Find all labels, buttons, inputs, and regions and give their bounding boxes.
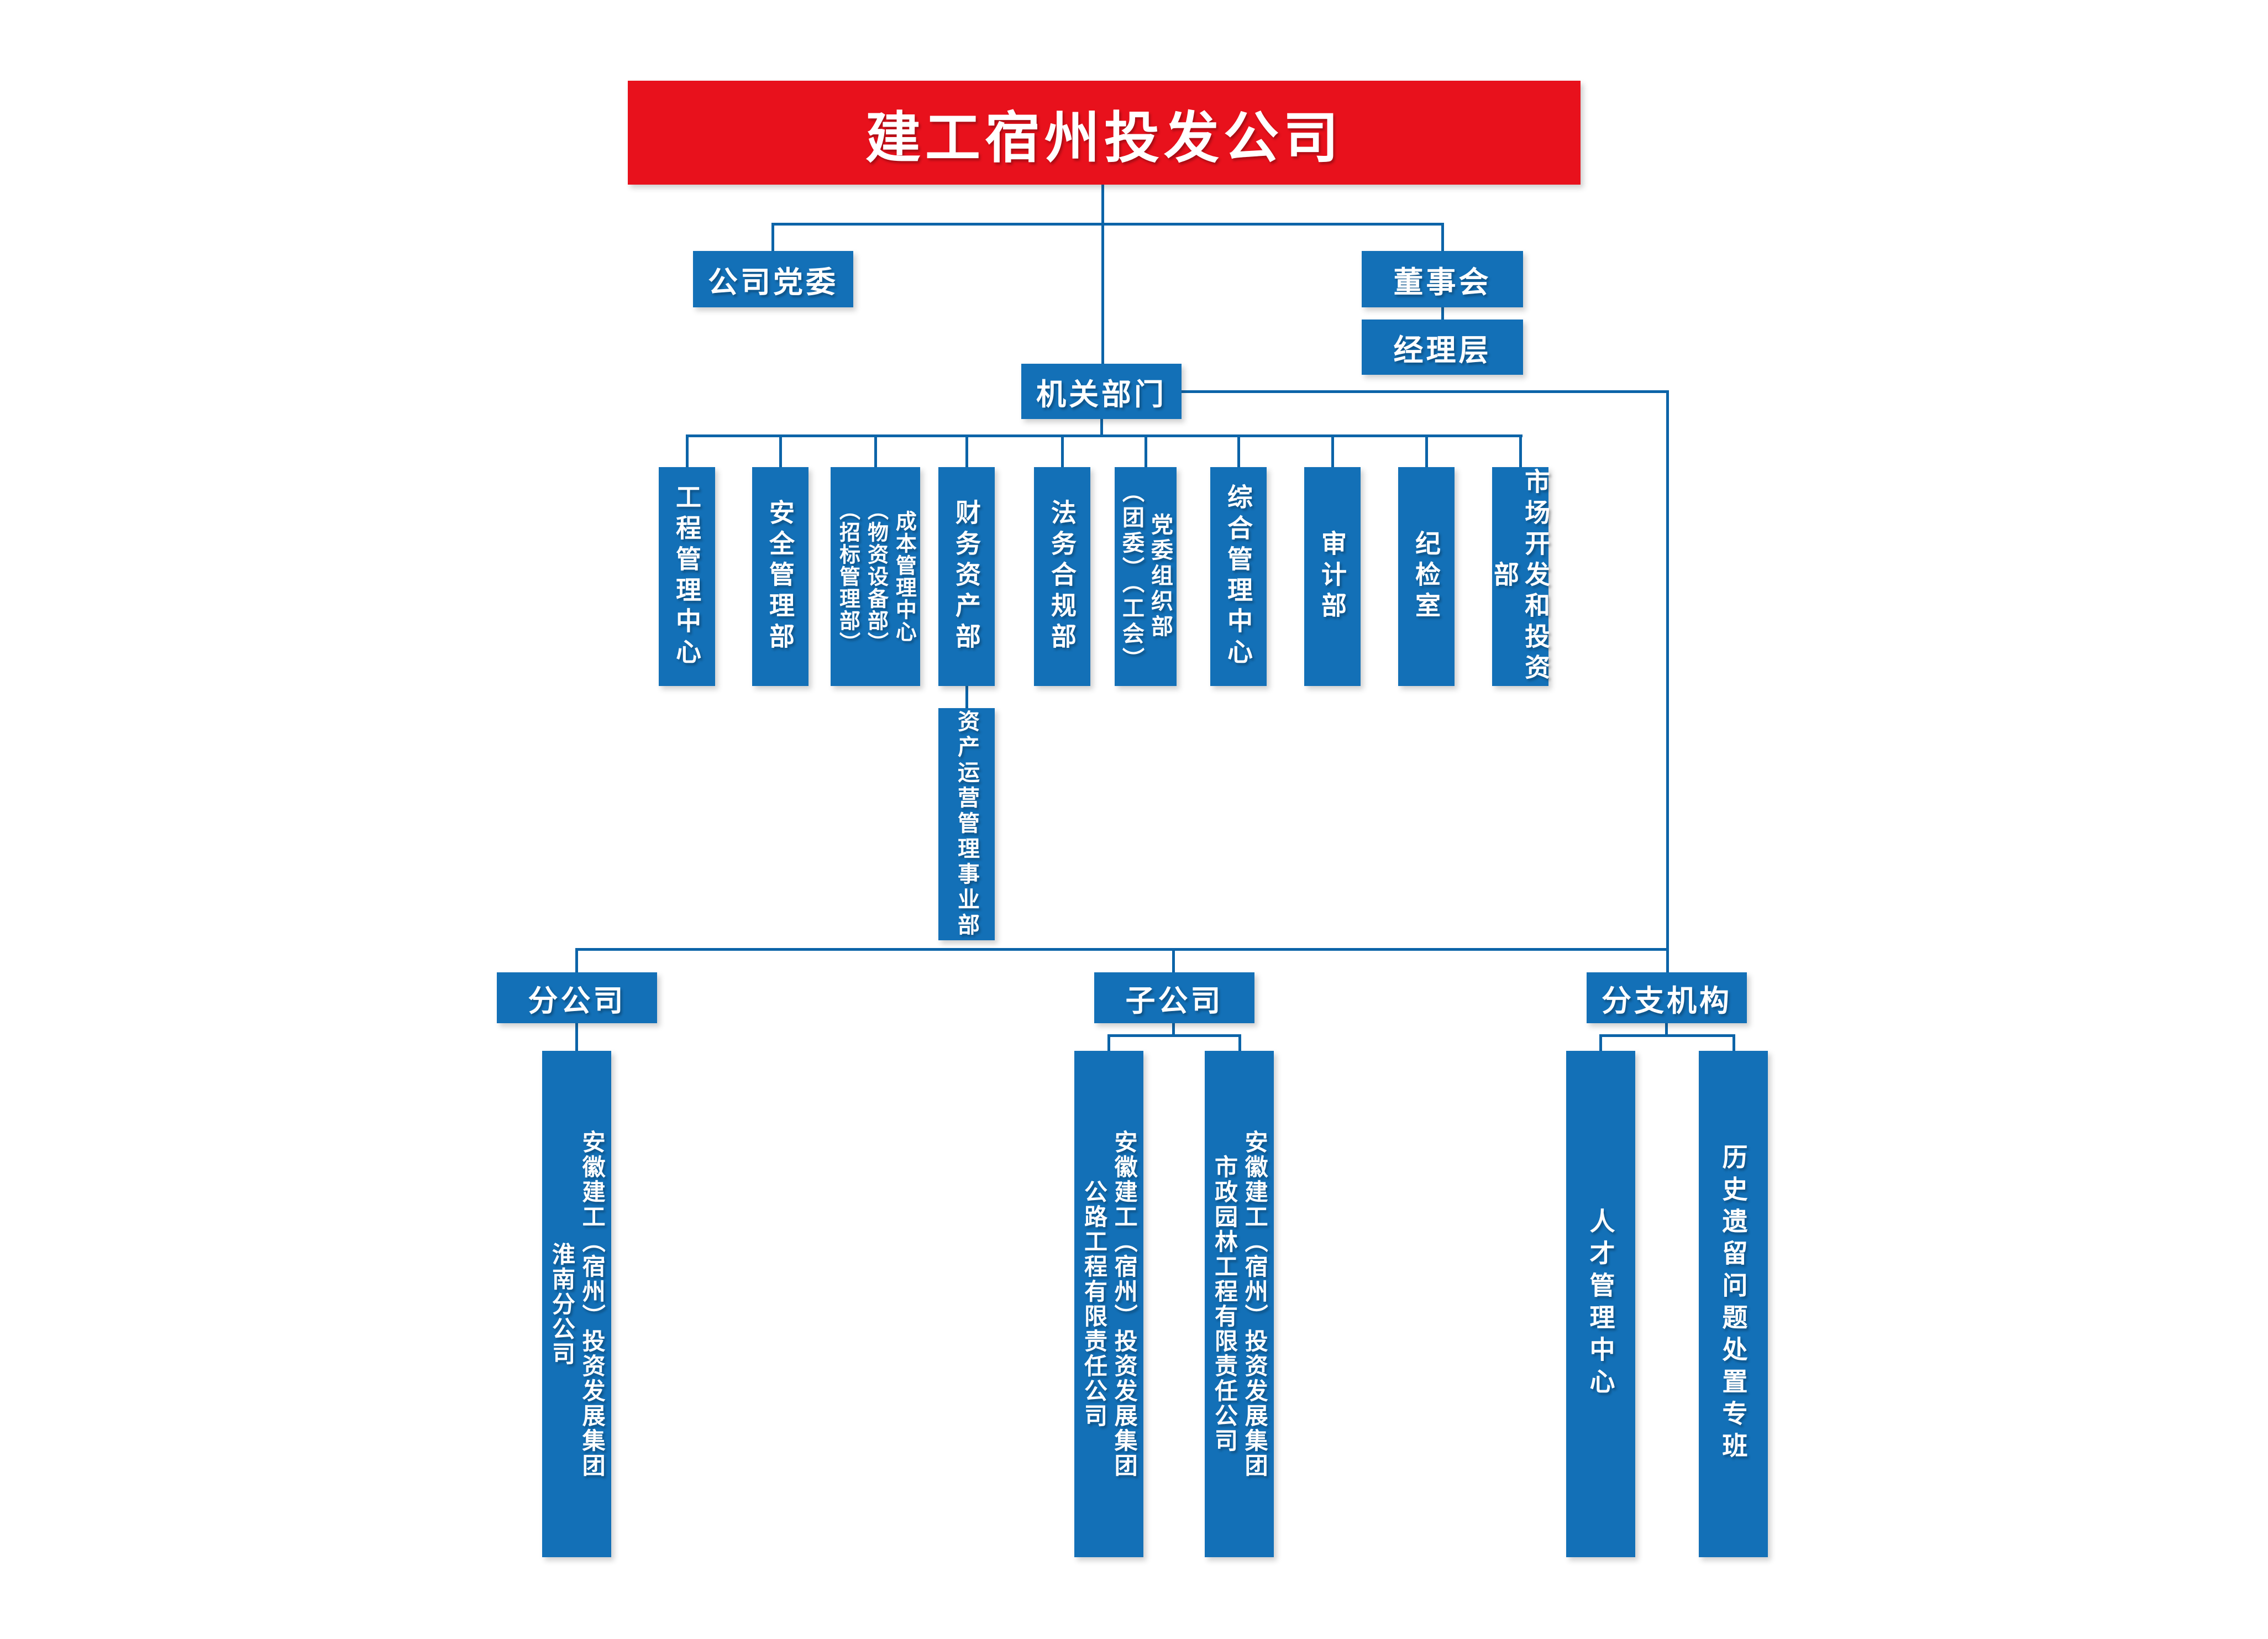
connector-subs-child1-stub: [1107, 1034, 1110, 1052]
connector-organs-right-v: [1666, 390, 1669, 973]
connector-orgs-bracket: [1599, 1034, 1735, 1037]
legacy-issues-team-box: 历史遗留问题处置专班: [1699, 1051, 1768, 1557]
company-huainan-branch: 安徽建工（宿州）投资发展集团 淮南分公司: [542, 1051, 611, 1557]
dept-label: 市场开发和投资部: [1490, 468, 1551, 685]
connector-orgs-child2-stub: [1733, 1034, 1735, 1052]
dept-label: 安全管理部: [766, 499, 795, 654]
dept-engineering-management-center: 工程管理中心: [659, 467, 715, 686]
company-name-line: 安徽建工（宿州）投资发展集团: [1111, 1130, 1138, 1478]
dept-safety-management: 安全管理部: [752, 467, 809, 686]
dept-label: 财务资产部: [952, 499, 981, 654]
party-committee-label: 公司党委: [708, 265, 838, 299]
connector-orgs-child1-stub: [1599, 1034, 1602, 1052]
dept-audit: 审计部: [1304, 467, 1361, 686]
connector-departments-hline: [687, 434, 1523, 437]
connector-dept-stub-8: [1331, 434, 1334, 468]
board-label: 董事会: [1393, 265, 1492, 299]
organs-label: 机关部门: [1036, 378, 1167, 411]
company-name-line: 淮南分公司: [549, 1242, 575, 1366]
dept-party-organization: 党委组织部 （团委）（工会）: [1115, 467, 1177, 686]
dept-label: （团委）（工会）: [1119, 480, 1143, 673]
talent-management-center-box: 人才管理中心: [1566, 1051, 1635, 1557]
company-name-line: 安徽建工（宿州）投资发展集团: [1242, 1130, 1268, 1478]
connector-board-stub: [1441, 223, 1444, 254]
connector-dept-stub-7: [1237, 434, 1240, 468]
subsidiaries-label: 子公司: [1125, 984, 1224, 1018]
company-highway-engineering: 安徽建工（宿州）投资发展集团 公路工程有限责任公司: [1074, 1051, 1143, 1557]
branch-company-header: 分公司: [497, 972, 657, 1023]
dept-label: 成本管理中心: [892, 510, 916, 643]
connector-dept-stub-10: [1519, 434, 1522, 468]
asset-operation-division-box: 资产运营管理事业部: [938, 708, 995, 940]
dept-label: 党委组织部: [1148, 513, 1172, 640]
connector-board-management: [1441, 305, 1444, 322]
connector-level1-hline: [771, 223, 1444, 226]
connector-organs-down: [1100, 418, 1103, 437]
dept-label: （招标管理部）: [836, 499, 859, 654]
connector-dept-stub-4: [965, 434, 968, 468]
company-name-line: 市政园林工程有限责任公司: [1211, 1155, 1238, 1453]
dept-general-management-center: 综合管理中心: [1210, 467, 1267, 686]
management-label: 经理层: [1393, 333, 1492, 367]
company-name-line: 安徽建工（宿州）投资发展集团: [579, 1130, 606, 1478]
subsidiaries-header: 子公司: [1094, 972, 1254, 1023]
organs-box: 机关部门: [1021, 364, 1182, 419]
board-box: 董事会: [1362, 251, 1523, 307]
connector-dept-stub-1: [686, 434, 689, 468]
dept-discipline-inspection: 纪检室: [1398, 467, 1455, 686]
company-municipal-garden: 安徽建工（宿州）投资发展集团 市政园林工程有限责任公司: [1205, 1051, 1274, 1557]
talent-management-center-label: 人才管理中心: [1586, 1208, 1615, 1400]
branch-organs-header: 分支机构: [1587, 972, 1747, 1023]
connector-branch-down: [575, 1022, 578, 1052]
dept-label: 工程管理中心: [673, 484, 702, 669]
connector-subs-child2-stub: [1238, 1034, 1241, 1052]
dept-label: 纪检室: [1412, 530, 1441, 623]
dept-legal-compliance: 法务合规部: [1034, 467, 1090, 686]
dept-finance-assets: 财务资产部: [938, 467, 995, 686]
connector-dept-stub-5: [1061, 434, 1064, 468]
dept-label: 综合管理中心: [1224, 484, 1253, 669]
dept-label: 法务合规部: [1048, 499, 1077, 654]
legacy-issues-team-label: 历史遗留问题处置专班: [1719, 1144, 1748, 1464]
dept-label: （物资设备部）: [864, 499, 888, 654]
connector-subs-bracket: [1107, 1034, 1241, 1037]
branch-organs-label: 分支机构: [1602, 984, 1732, 1018]
connector-dept-stub-6: [1144, 434, 1147, 468]
connector-subs-stub: [1172, 948, 1175, 972]
company-title-box: 建工宿州投发公司: [628, 81, 1581, 185]
party-committee-box: 公司党委: [693, 251, 853, 307]
dept-label: 审计部: [1318, 530, 1347, 623]
connector-orgs-down: [1665, 1022, 1668, 1037]
company-title: 建工宿州投发公司: [865, 107, 1343, 169]
connector-trunk: [1101, 185, 1104, 365]
connector-finance-asset: [965, 685, 968, 708]
connector-dept-stub-9: [1425, 434, 1428, 468]
branch-company-label: 分公司: [528, 984, 626, 1018]
asset-operation-division-label: 资产运营管理事业部: [954, 710, 979, 939]
connector-dept-stub-2: [779, 434, 782, 468]
company-name-line: 公路工程有限责任公司: [1081, 1180, 1107, 1428]
connector-branch-stub: [575, 948, 578, 972]
connector-dept-stub-3: [874, 434, 877, 468]
dept-market-development-investment: 市场开发和投资部: [1490, 467, 1551, 686]
management-box: 经理层: [1362, 320, 1523, 375]
connector-organs-right-h: [1180, 390, 1669, 393]
connector-party-stub: [771, 223, 774, 254]
dept-cost-management-center: 成本管理中心 （物资设备部） （招标管理部）: [831, 467, 920, 686]
connector-subs-down: [1172, 1022, 1175, 1037]
connector-bottom-hline: [575, 948, 1669, 951]
